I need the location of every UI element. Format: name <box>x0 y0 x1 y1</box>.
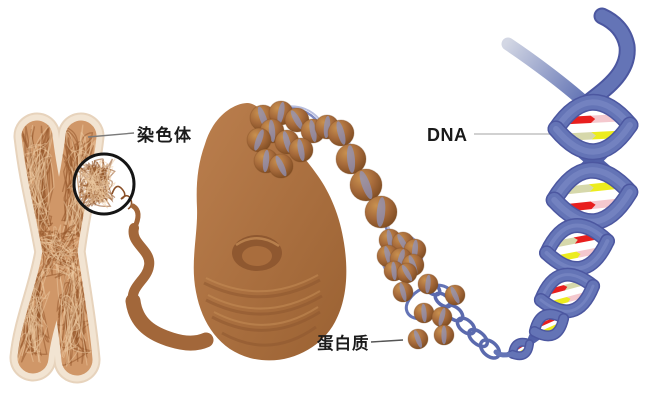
dna-double-helix <box>493 7 639 361</box>
solenoid-coil <box>193 103 347 361</box>
magnifier-circle <box>72 152 136 216</box>
chromosome-label: 染色体 <box>137 125 193 145</box>
magnified-fiber-curl <box>111 185 133 210</box>
free-protein-beads <box>392 273 466 350</box>
protein-leader-line <box>370 339 404 343</box>
nucleosome-beads <box>246 100 427 284</box>
protein-label: 蛋白质 <box>317 333 370 353</box>
dna-label: DNA <box>427 125 468 145</box>
chromosome-leader-line <box>87 132 135 138</box>
chromatin-ribbon <box>125 203 214 351</box>
